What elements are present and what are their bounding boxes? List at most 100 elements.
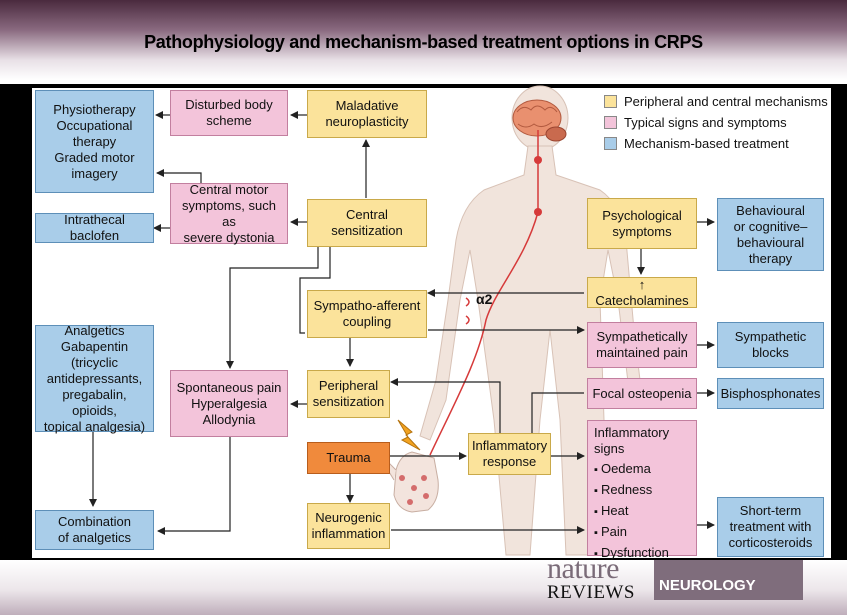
- node-physiotherapy: Physiotherapy Occupational therapy Grade…: [35, 90, 154, 193]
- node-text: response: [482, 454, 537, 469]
- list-item: Dysfunction: [594, 543, 669, 564]
- node-text: coupling: [342, 314, 392, 329]
- nature-reviews-neurology-logo: nature REVIEWS NEUROLOGY: [547, 552, 803, 603]
- node-text: Psychological: [602, 207, 682, 223]
- hand-spot-icon: [421, 475, 427, 481]
- node-text: Combination: [58, 514, 131, 529]
- node-text: Hyperalgesia: [191, 395, 267, 411]
- node-text: Sympathetic: [734, 329, 807, 344]
- node-text: inflammation: [311, 526, 386, 541]
- connector-arrows: [89, 111, 715, 535]
- legend-label: Peripheral and central mechanisms: [624, 94, 828, 109]
- node-text: Trauma: [326, 450, 371, 465]
- node-text: Occupational therapy: [56, 117, 133, 149]
- node-text: sensitization: [312, 394, 385, 409]
- node-sympathetic-blocks: Sympathetic blocks: [717, 322, 824, 368]
- alpha2-receptor-icon: [465, 297, 470, 325]
- node-trauma: Trauma: [307, 442, 390, 474]
- legend-swatch: [604, 137, 617, 150]
- inflammatory-signs-list: Oedema Redness Heat Pain Dysfunction: [594, 459, 669, 564]
- legend: Peripheral and central mechanisms Typica…: [604, 91, 828, 154]
- node-catecholamines: ↑ Catecholamines: [587, 277, 697, 308]
- legend-item: Mechanism-based treatment: [604, 133, 828, 154]
- node-inflammatory-response: Inflammatory response: [468, 433, 551, 475]
- node-text: Intrathecal baclofen: [64, 212, 125, 243]
- node-text: scheme: [206, 113, 252, 128]
- node-combination-analgetics: Combination of analgetics: [35, 510, 154, 550]
- node-text: blocks: [752, 345, 789, 360]
- logo-nature-text: nature: [547, 552, 619, 585]
- node-text: Bisphosphonates: [720, 385, 821, 401]
- node-focal-osteopenia: Focal osteopenia: [587, 378, 697, 409]
- node-text: Allodynia: [202, 411, 256, 427]
- node-short-term-corticosteroids: Short-term treatment with corticosteroid…: [717, 497, 824, 557]
- legend-item: Peripheral and central mechanisms: [604, 91, 828, 112]
- node-text: Sympathetically: [596, 329, 688, 344]
- hand-spot-icon: [411, 485, 417, 491]
- logo-journal-text: NEUROLOGY: [659, 577, 756, 594]
- list-item: Pain: [594, 522, 669, 543]
- node-behavioural-therapy: Behavioural or cognitive– behavioural th…: [717, 198, 824, 271]
- node-text: sensitization: [331, 223, 403, 238]
- legend-swatch: [604, 95, 617, 108]
- node-text: Peripheral: [318, 378, 379, 393]
- node-text: Graded motor imagery: [54, 149, 135, 181]
- node-spontaneous-pain: Spontaneous pain Hyperalgesia Allodynia: [170, 370, 288, 437]
- node-text: ↑ Catecholamines: [595, 276, 689, 308]
- node-sympatho-afferent-coupling: Sympatho-afferent coupling: [307, 290, 427, 338]
- node-text: Central motor: [189, 181, 269, 197]
- node-text: or cognitive–: [733, 218, 808, 234]
- list-item: Redness: [594, 480, 669, 501]
- hand-spot-icon: [399, 475, 405, 481]
- node-text: pregabalin, opioids,: [62, 386, 127, 418]
- logo-bar: [654, 560, 803, 600]
- node-central-sensitization: Central sensitization: [307, 199, 427, 247]
- node-text: Central: [346, 207, 388, 222]
- legend-label: Typical signs and symptoms: [624, 115, 787, 130]
- node-text: symptoms: [612, 223, 672, 239]
- legend-item: Typical signs and symptoms: [604, 112, 828, 133]
- hand-spot-icon: [407, 499, 413, 505]
- node-intrathecal-baclofen: Intrathecal baclofen: [35, 212, 154, 243]
- node-psychological-symptoms: Psychological symptoms: [587, 198, 697, 249]
- node-text: Spontaneous pain: [176, 379, 282, 395]
- node-analgetics: Analgetics Gabapentin (tricyclic antidep…: [35, 322, 154, 434]
- node-neurogenic-inflammation: Neurogenic inflammation: [307, 503, 390, 549]
- node-inflammatory-signs: Inflammatory signs Oedema Redness Heat P…: [587, 420, 697, 560]
- node-text: of analgetics: [58, 530, 131, 545]
- hand-spot-icon: [423, 493, 429, 499]
- node-text: Inflammatory: [594, 425, 670, 440]
- legend-label: Mechanism-based treatment: [624, 136, 789, 151]
- list-item: Oedema: [594, 459, 669, 480]
- node-maladative-neuroplasticity: Maladative neuroplasticity: [307, 90, 427, 138]
- node-text: signs: [594, 441, 625, 456]
- list-item: Heat: [594, 501, 669, 522]
- node-disturbed-body-scheme: Disturbed body scheme: [170, 90, 288, 136]
- node-text: behavioural: [736, 234, 805, 250]
- node-text: treatment with: [729, 519, 812, 534]
- node-text: neuroplasticity: [325, 114, 409, 129]
- node-text: therapy: [748, 250, 793, 266]
- alpha2-label: α2: [476, 291, 493, 307]
- node-text: Sympatho-afferent: [313, 298, 421, 313]
- node-text: corticosteroids: [728, 535, 813, 550]
- node-peripheral-sensitization: Peripheral sensitization: [307, 370, 390, 418]
- node-text: Analgetics: [64, 322, 125, 338]
- node-text: Disturbed body: [185, 97, 273, 112]
- node-text: Short-term: [739, 503, 802, 518]
- node-sympathetically-maintained-pain: Sympathetically maintained pain: [587, 322, 697, 368]
- node-central-motor-symptoms: Central motor symptoms, such as severe d…: [170, 181, 288, 245]
- lightning-icon: [397, 419, 421, 451]
- node-text: Physiotherapy: [53, 101, 136, 117]
- neuron-node: [534, 156, 542, 164]
- figure-title: Pathophysiology and mechanism-based trea…: [144, 32, 703, 52]
- node-text: Behavioural: [736, 202, 805, 218]
- node-text: Gabapentin: [60, 338, 129, 354]
- node-text: symptoms, such as: [182, 197, 276, 229]
- node-text: Maladative: [335, 98, 399, 113]
- nerve-pathway: [429, 130, 539, 456]
- node-text: Neurogenic: [315, 510, 382, 525]
- node-bisphosphonates: Bisphosphonates: [717, 378, 824, 409]
- node-text: Inflammatory: [471, 438, 548, 453]
